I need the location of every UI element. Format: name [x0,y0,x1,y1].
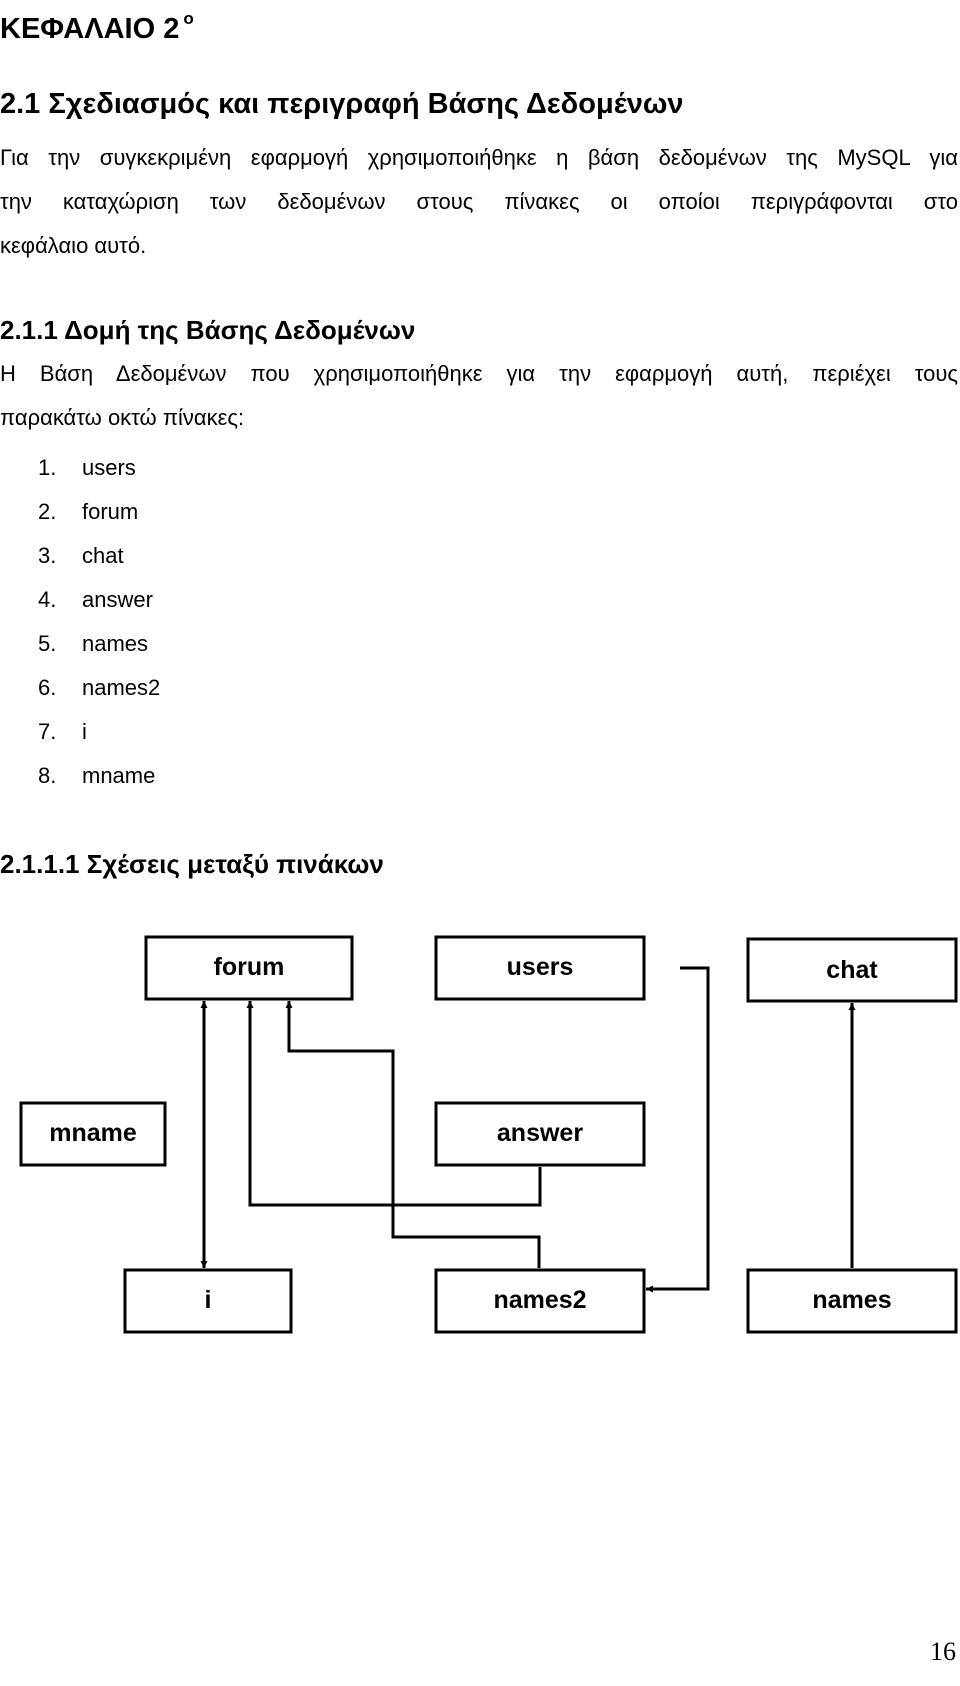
box-label-i: i [205,1286,212,1314]
list-label: chat [82,543,124,568]
box-chat [746,937,958,1003]
connector-forum-answer [246,1001,542,1207]
list-item: 4. answer [38,578,160,622]
chapter-superscript: ο [183,9,194,28]
list-number: 7. [38,719,57,744]
list-item: 2. forum [38,490,160,534]
box-label-chat: chat [826,956,878,984]
paragraph-line: κεφάλαιο αυτό. [0,233,147,258]
box-names [746,1268,958,1334]
list-label: mname [82,763,156,788]
box-names2 [434,1268,646,1334]
paragraph-line: Η Βάση Δεδομένων που χρησιμοποιήθηκε για… [0,361,958,386]
list-item: 6. names2 [38,666,160,710]
page-number: 16 [930,1637,956,1666]
list-label: i [82,719,87,744]
section-heading: 2.1 Σχεδιασμός και περιγραφή Βάσης Δεδομ… [0,88,684,120]
paragraph-line: Για την συγκεκριμένη εφαρμογή χρησιμοποι… [0,145,958,170]
subsection-paragraph: Η Βάση Δεδομένων που χρησιμοποιήθηκε για… [0,352,958,440]
list-label: users [82,455,136,480]
list-label: names2 [82,675,161,700]
box-answer [434,1101,646,1167]
list-number: 8. [38,763,57,788]
box-label-users: users [507,953,574,981]
box-label-names2: names2 [493,1286,586,1314]
list-number: 2. [38,499,57,524]
subsection-heading: 2.1.1 Δομή της Βάσης Δεδομένων [0,315,416,345]
list-label: names [82,631,149,656]
box-mname [19,1101,167,1167]
section-paragraph: Για την συγκεκριμένη εφαρμογή χρησιμοποι… [0,136,958,268]
list-item: 8. mname [38,754,160,798]
list-number: 3. [38,543,57,568]
list-number: 4. [38,587,57,612]
list-number: 6. [38,675,57,700]
box-forum [144,935,354,1001]
connector-users-names2 [646,966,710,1293]
connector-forum-names2 [285,1001,541,1268]
list-label: answer [82,587,153,612]
paragraph-line: την καταχώριση των δεδομένων στους πίνακ… [0,189,958,214]
list-item: 1. users [38,446,160,490]
list-label: forum [82,499,139,524]
box-users [434,935,646,1001]
list-item: 3. chat [38,534,160,578]
paragraph-line: παρακάτω οκτώ πίνακες: [0,405,245,430]
box-label-names: names [812,1286,891,1314]
box-label-forum: forum [214,953,285,981]
relations-heading: 2.1.1.1 Σχέσεις μεταξύ πινάκων [0,849,384,879]
list-item: 5. names [38,622,160,666]
list-number: 1. [38,455,57,480]
box-label-mname: mname [49,1119,137,1147]
box-i [123,1268,293,1334]
tables-list: 1.users 2.forum 3.chat 4.answer 5.names … [38,446,160,798]
list-number: 5. [38,631,57,656]
list-item: 7. i [38,710,160,754]
box-label-answer: answer [497,1119,583,1147]
